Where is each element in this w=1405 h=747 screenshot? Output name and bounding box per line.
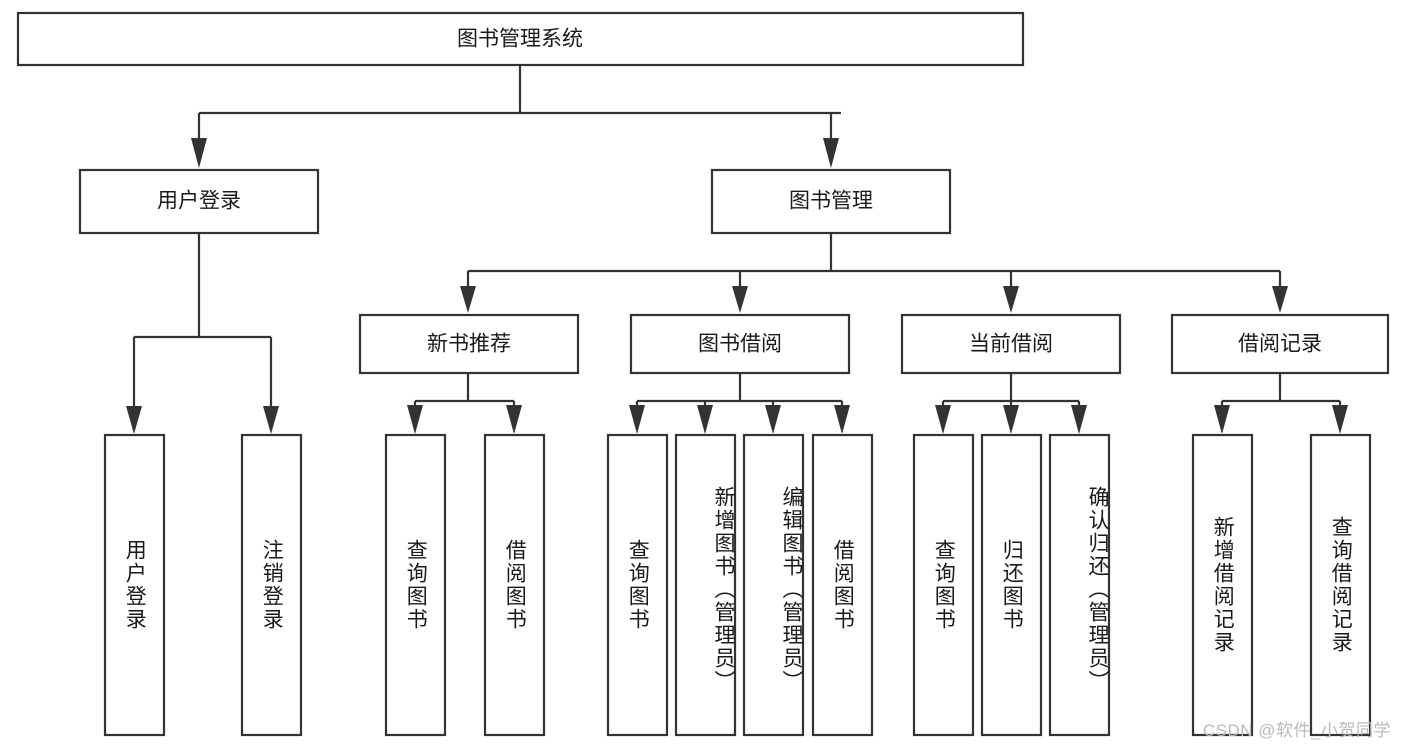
node-box-leaf-query-book-2[interactable] — [606, 433, 669, 737]
arrow-head-leaf-add-record — [1214, 405, 1230, 434]
node-box-book-borrow[interactable] — [629, 313, 851, 375]
arrow-head-borrow-record — [1272, 286, 1288, 313]
arrow-head-leaf-edit-book — [765, 405, 781, 434]
arrow-head-leaf-add-book — [697, 405, 713, 434]
node-box-new-book-recommend[interactable] — [358, 313, 580, 375]
arrow-head-leaf-borrow-book-2 — [834, 405, 850, 434]
node-box-book-management[interactable] — [710, 168, 952, 235]
node-box-leaf-borrow-book-2[interactable] — [811, 433, 874, 737]
connector-group-book-borrow — [629, 373, 850, 434]
node-box-leaf-edit-book[interactable] — [742, 433, 805, 737]
arrow-head-leaf-borrow-book-1 — [506, 405, 522, 434]
arrow-head-leaf-return-book — [1003, 405, 1019, 434]
node-box-leaf-return-book[interactable] — [980, 433, 1043, 737]
node-box-leaf-user-login[interactable] — [103, 433, 166, 737]
arrow-head-book-borrow — [732, 286, 748, 313]
connector-group-borrow-record — [1214, 373, 1348, 434]
arrow-head-new-book-recommend — [460, 286, 476, 313]
node-box-leaf-confirm-return[interactable] — [1048, 433, 1111, 737]
node-box-root[interactable] — [16, 11, 1025, 67]
node-box-leaf-query-record[interactable] — [1309, 433, 1372, 737]
node-label-book-borrow: 图书借阅 — [698, 333, 782, 356]
arrow-head-leaf-query-book-3 — [935, 405, 951, 434]
arrow-head-current-borrow — [1003, 286, 1019, 313]
node-box-user-login[interactable] — [78, 168, 320, 235]
node-box-leaf-add-record[interactable] — [1191, 433, 1254, 737]
node-box-leaf-add-book[interactable] — [674, 433, 737, 737]
node-box-current-borrow[interactable] — [900, 313, 1122, 375]
node-box-borrow-record[interactable] — [1170, 313, 1390, 375]
connector-group-user-login — [126, 233, 279, 434]
node-label-new-book-recommend: 新书推荐 — [427, 333, 511, 356]
arrow-head-user-login — [191, 138, 207, 168]
arrow-head-leaf-user-logout — [263, 406, 279, 434]
connector-group-current-borrow — [935, 373, 1087, 434]
node-box-leaf-user-logout[interactable] — [240, 433, 303, 737]
node-label-current-borrow: 当前借阅 — [969, 333, 1053, 356]
arrow-head-book-management — [823, 138, 839, 168]
arrow-head-leaf-user-login — [126, 406, 142, 434]
arrow-head-leaf-query-book-1 — [407, 405, 423, 434]
node-box-leaf-query-book-3[interactable] — [912, 433, 975, 737]
connector-group-root — [191, 65, 841, 168]
node-box-leaf-query-book-1[interactable] — [384, 433, 447, 737]
node-box-leaf-borrow-book-1[interactable] — [483, 433, 546, 737]
node-label-book-management: 图书管理 — [789, 190, 873, 213]
connector-group-book-management — [460, 233, 1288, 313]
arrow-head-leaf-query-record — [1332, 405, 1348, 434]
node-label-root: 图书管理系统 — [457, 28, 583, 51]
node-label-borrow-record: 借阅记录 — [1238, 333, 1322, 356]
watermark-text: CSDN @软件_小贺同学 — [1202, 721, 1391, 740]
arrow-head-leaf-query-book-2 — [629, 405, 645, 434]
connector-group-new-book-recommend — [407, 373, 522, 434]
arrow-head-leaf-confirm-return — [1071, 405, 1087, 434]
node-label-user-login: 用户登录 — [157, 190, 241, 213]
